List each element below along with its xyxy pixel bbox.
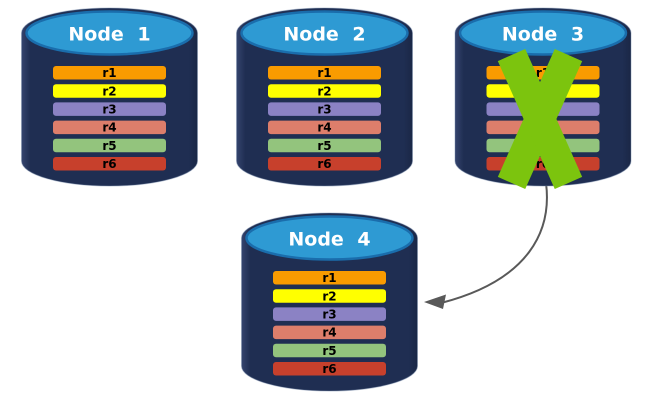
- replica-row: [273, 271, 386, 285]
- cylinder-top: [458, 10, 628, 56]
- replica-row: [273, 307, 386, 321]
- cylinder-top: [25, 10, 194, 56]
- node-label: Node 2: [283, 24, 365, 46]
- replica-row: [268, 120, 381, 135]
- replica-row-label: r2: [317, 84, 331, 98]
- replica-row-label: r6: [102, 157, 116, 171]
- replica-row-label: r5: [102, 139, 116, 153]
- replica-row-label: r3: [317, 102, 331, 116]
- replica-row: [53, 66, 166, 80]
- replica-row-label: r6: [317, 157, 331, 171]
- replica-row-label: r6: [322, 362, 336, 376]
- replica-row: [273, 362, 386, 376]
- failover-arrow-line: [440, 182, 548, 304]
- replica-row: [268, 84, 381, 98]
- node-label: Node 4: [288, 229, 370, 251]
- replica-row-label: r1: [322, 271, 336, 285]
- replica-row: [273, 325, 386, 340]
- replica-row: [268, 66, 381, 80]
- replica-row-label: r4: [322, 326, 336, 340]
- replica-row-label: r3: [102, 102, 116, 116]
- db-node-1: Node 1 r1 r2 r3 r4 r5 r6: [21, 7, 198, 187]
- replica-row-label: r4: [317, 121, 331, 135]
- failure-x-stroke: [497, 48, 583, 190]
- replica-row-label: r3: [322, 307, 336, 321]
- failover-arrow: [424, 182, 548, 309]
- replica-row: [53, 120, 166, 135]
- replica-row-label: r1: [102, 66, 116, 80]
- replica-row-label: r4: [102, 121, 116, 135]
- replica-row: [273, 289, 386, 303]
- db-node-2: Node 2 r1 r2 r3 r4 r5 r6: [236, 7, 413, 187]
- replica-row: [53, 102, 166, 116]
- replica-row: [53, 84, 166, 98]
- replica-row-label: r1: [317, 66, 331, 80]
- replica-row: [268, 157, 381, 171]
- replica-row-label: r5: [317, 139, 331, 153]
- node-label: Node 3: [502, 24, 584, 46]
- replica-row: [53, 138, 166, 153]
- node-label: Node 1: [68, 24, 150, 46]
- failover-arrowhead-icon: [424, 294, 446, 309]
- replica-row: [268, 102, 381, 116]
- replica-row-label: r2: [322, 289, 336, 303]
- replica-row: [268, 138, 381, 153]
- cylinder-top: [240, 10, 409, 56]
- cylinder-top: [245, 215, 414, 261]
- db-node-4: Node 4 r1 r2 r3 r4 r5 r6: [241, 212, 418, 392]
- replica-row-label: r2: [102, 84, 116, 98]
- replica-row: [273, 343, 386, 358]
- replica-row-label: r5: [322, 344, 336, 358]
- replica-row: [53, 157, 166, 171]
- failure-x-icon: [497, 48, 583, 190]
